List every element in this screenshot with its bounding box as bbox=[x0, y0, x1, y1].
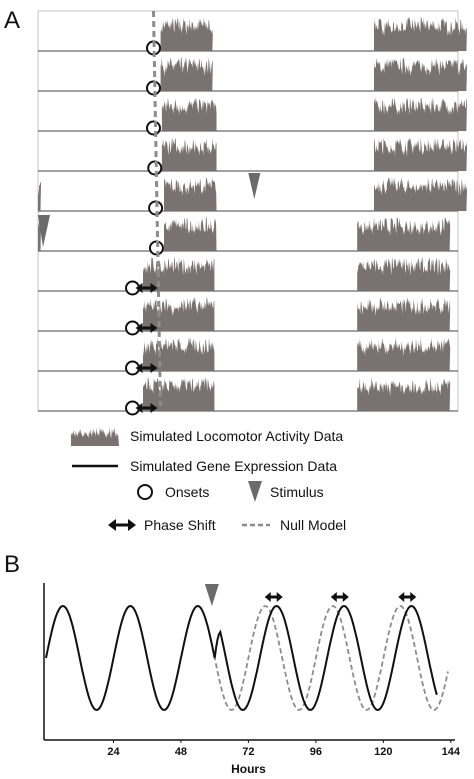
phase-shift-marker bbox=[398, 592, 417, 602]
actogram-row bbox=[38, 217, 458, 256]
legend-onset-marker bbox=[137, 484, 153, 500]
activity-block bbox=[374, 57, 467, 91]
legend-onsets-label: Onsets bbox=[165, 484, 209, 500]
panel-b-label: B bbox=[4, 551, 20, 578]
activity-block bbox=[164, 217, 217, 251]
actogram-row bbox=[38, 17, 467, 56]
stimulus-marker bbox=[38, 215, 50, 247]
phase-shift-marker bbox=[135, 403, 158, 413]
panel-a-label: A bbox=[4, 7, 20, 34]
actogram-row bbox=[38, 377, 458, 416]
stimulus-marker bbox=[248, 173, 261, 199]
activity-block bbox=[374, 17, 467, 52]
activity-block bbox=[160, 17, 213, 51]
legend-activity-path bbox=[71, 427, 119, 446]
null-model-curve bbox=[208, 605, 449, 711]
actogram-row bbox=[38, 137, 467, 176]
activity-block bbox=[357, 377, 451, 411]
activity-block bbox=[160, 57, 213, 91]
x-tick-label: 96 bbox=[310, 746, 322, 758]
legend-phase-shift-label: Phase Shift bbox=[144, 517, 216, 533]
activity-block bbox=[143, 297, 215, 331]
legend-stimulus-marker bbox=[248, 481, 262, 502]
activity-block bbox=[357, 257, 451, 291]
legend-activity-swatch bbox=[71, 427, 119, 446]
activity-block bbox=[161, 97, 217, 131]
x-axis-title: Hours bbox=[231, 762, 266, 776]
legend-phase-shift-marker bbox=[108, 519, 136, 531]
activity-block bbox=[374, 177, 467, 211]
x-tick-label: 48 bbox=[175, 746, 187, 758]
legend-expression-label: Simulated Gene Expression Data bbox=[130, 458, 337, 474]
phase-shift-marker bbox=[264, 592, 283, 602]
activity-block bbox=[374, 137, 467, 171]
activity-block bbox=[357, 297, 451, 331]
phase-shift-marker bbox=[135, 323, 158, 333]
activity-block bbox=[143, 257, 215, 291]
activity-block bbox=[374, 97, 467, 131]
onset-marker bbox=[146, 120, 161, 136]
x-tick-label: 24 bbox=[107, 746, 120, 758]
phase-shift-marker bbox=[135, 283, 158, 293]
actogram bbox=[37, 10, 467, 416]
legend-activity-label: Simulated Locomotor Activity Data bbox=[130, 428, 343, 444]
activity-block bbox=[161, 137, 217, 171]
actogram-row bbox=[38, 257, 458, 296]
null-model-line bbox=[152, 10, 162, 407]
actogram-row bbox=[38, 97, 467, 136]
activity-block bbox=[357, 337, 451, 371]
legend: Simulated Locomotor Activity Data Simula… bbox=[71, 427, 346, 533]
x-tick-label: 144 bbox=[442, 746, 461, 758]
legend-stimulus-label: Stimulus bbox=[270, 484, 324, 500]
x-tick-label: 120 bbox=[374, 746, 392, 758]
actogram-row bbox=[38, 177, 467, 216]
activity-block bbox=[164, 177, 217, 211]
x-ticks: 24 48 72 96 120 144 bbox=[107, 740, 461, 758]
actogram-row bbox=[38, 57, 467, 96]
phase-shift-marker bbox=[330, 592, 349, 602]
expression-curve bbox=[45, 604, 438, 712]
legend-null-model-label: Null Model bbox=[280, 517, 346, 533]
actogram-row bbox=[38, 337, 458, 376]
x-tick-label: 72 bbox=[242, 746, 254, 758]
actogram-row bbox=[38, 297, 458, 336]
phase-shift-marker bbox=[135, 363, 158, 373]
activity-block bbox=[357, 217, 451, 251]
activity-block bbox=[38, 181, 41, 211]
stimulus-marker bbox=[204, 584, 219, 606]
